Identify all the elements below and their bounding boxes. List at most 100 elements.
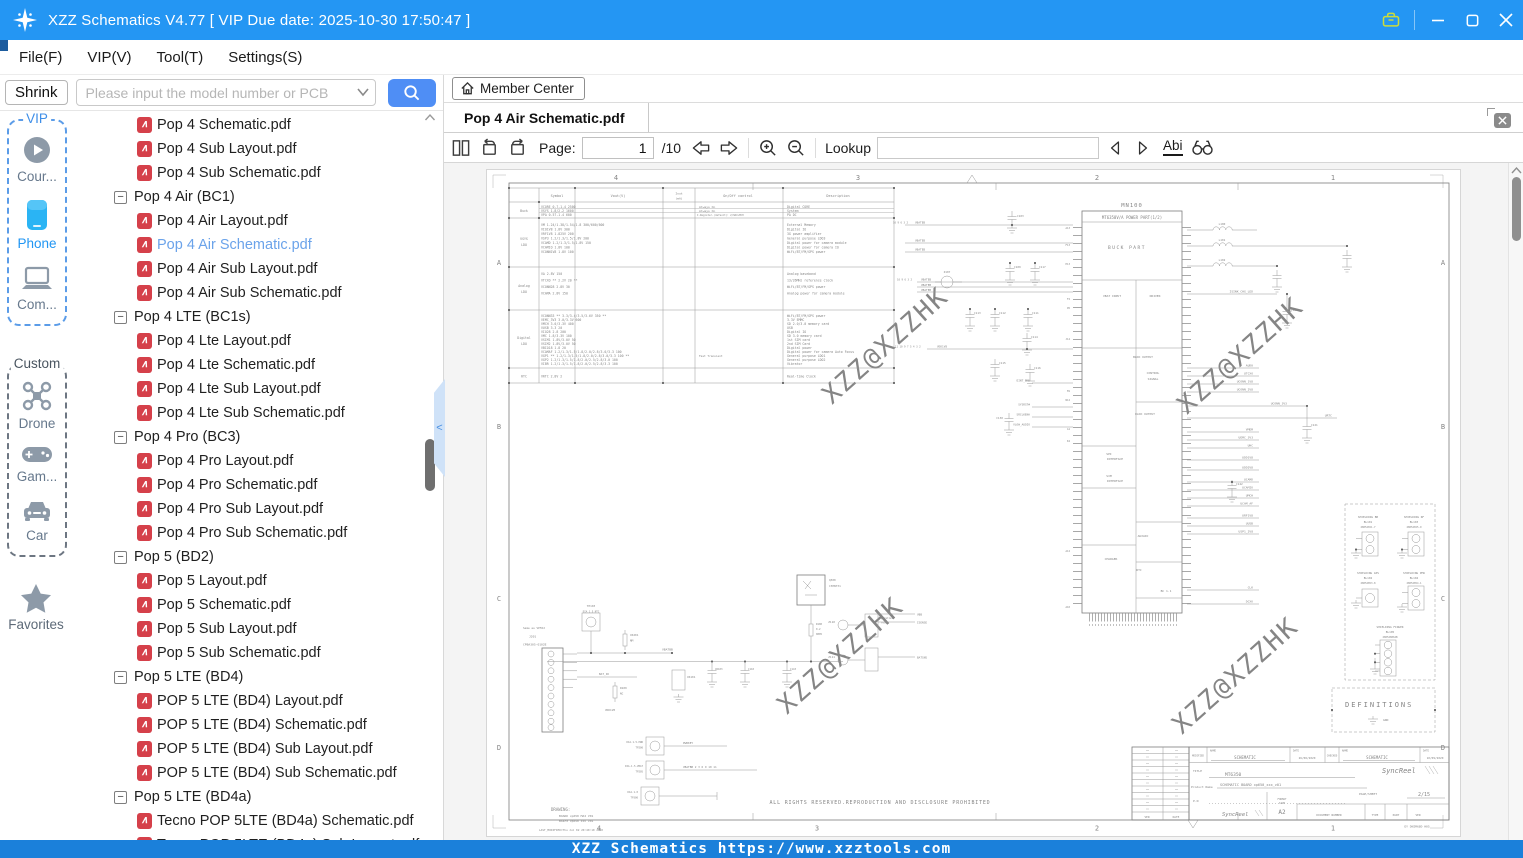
svg-text:UMCH: UMCH <box>1246 494 1253 498</box>
collapse-minus-icon[interactable]: − <box>114 310 127 324</box>
menu-file[interactable]: File(F) <box>19 48 63 66</box>
statusbar[interactable]: XZZ Schematics https://www.xzztools.com <box>0 840 1523 858</box>
tree-item[interactable]: ∧Pop 4 Air Sub Schematic.pdf <box>72 281 443 305</box>
zoom-out-icon[interactable] <box>784 136 808 160</box>
tree-item[interactable]: ∧Pop 4 Lte Schematic.pdf <box>72 353 443 377</box>
svg-text:SIZE: SIZE <box>1279 801 1286 805</box>
sidebar-item-drone[interactable]: Drone <box>19 380 55 431</box>
svg-text:2nd SIM Card: 2nd SIM Card <box>787 342 810 346</box>
menu-tool[interactable]: Tool(T) <box>156 48 204 66</box>
two-page-view-icon[interactable] <box>449 136 473 160</box>
tree-item[interactable]: ∧Tecno POP 5LTE (BD4a) Schematic.pdf <box>72 809 443 833</box>
svg-text:VBATEB: VBATEB <box>915 239 925 243</box>
collapse-minus-icon[interactable]: − <box>114 670 127 684</box>
next-page-icon[interactable] <box>717 136 741 160</box>
rotate-right-icon[interactable] <box>505 136 529 160</box>
tree-item[interactable]: ∧POP 5 LTE (BD4) Sub Layout.pdf <box>72 737 443 761</box>
tree-item-label: Pop 4 Air Sub Schematic.pdf <box>157 285 342 301</box>
pdf-scrollbar-thumb[interactable] <box>1512 177 1521 241</box>
tree-item[interactable]: ∧POP 5 LTE (BD4) Schematic.pdf <box>72 713 443 737</box>
sidebar-item-course[interactable]: Cour... <box>17 135 57 184</box>
tree-folder[interactable]: −Pop 5 LTE (BD4) <box>72 665 443 689</box>
tree-item[interactable]: ∧POP 5 LTE (BD4) Sub Schematic.pdf <box>72 761 443 785</box>
tree-folder[interactable]: −Pop 4 LTE (BC1s) <box>72 305 443 329</box>
tree-folder[interactable]: −Pop 5 LTE (BD4a) <box>72 785 443 809</box>
tree-item[interactable]: ∧Pop 4 Pro Sub Schematic.pdf <box>72 521 443 545</box>
menu-settings[interactable]: Settings(S) <box>228 48 303 66</box>
sidebar-item-phone[interactable]: Phone <box>17 198 57 251</box>
tree-item[interactable]: ∧Pop 4 Schematic.pdf <box>72 113 443 137</box>
find-next-icon[interactable] <box>1131 136 1155 160</box>
panel-collapse-handle[interactable]: < <box>434 379 445 477</box>
tree-item-selected[interactable]: ∧Pop 4 Air Schematic.pdf <box>72 233 443 257</box>
search-button[interactable] <box>387 78 436 107</box>
scroll-up-icon[interactable] <box>424 113 436 122</box>
svg-text:DEFINITIONS: DEFINITIONS <box>1345 701 1413 709</box>
svg-text:CR101: CR101 <box>687 675 696 679</box>
member-center-label: Member Center <box>480 81 574 96</box>
tree-item[interactable]: ∧POP 5 LTE (BD4) Layout.pdf <box>72 689 443 713</box>
member-center-button[interactable]: Member Center <box>452 77 585 100</box>
tree-scrollbar-thumb[interactable] <box>425 439 435 491</box>
tree-item[interactable]: ∧Pop 5 Sub Schematic.pdf <box>72 641 443 665</box>
prev-page-icon[interactable] <box>689 136 713 160</box>
tree-item[interactable]: ∧Pop 5 Sub Layout.pdf <box>72 617 443 641</box>
tree-item[interactable]: ∧Pop 5 Schematic.pdf <box>72 593 443 617</box>
sidebar-item-computer[interactable]: Com... <box>17 265 57 312</box>
svg-text:J201: J201 <box>529 635 536 639</box>
shrink-button[interactable]: Shrink <box>5 80 68 105</box>
binoculars-icon[interactable] <box>1191 136 1215 160</box>
tree-item[interactable]: ∧Pop 4 Pro Sub Layout.pdf <box>72 497 443 521</box>
sidebar-item-car[interactable]: Car <box>21 498 53 543</box>
chevron-down-icon[interactable] <box>356 87 369 97</box>
tree-item[interactable]: ∧Pop 4 Lte Sub Layout.pdf <box>72 377 443 401</box>
statusbar-link[interactable]: XZZ Schematics https://www.xzztools.com <box>571 841 952 857</box>
zoom-in-icon[interactable] <box>756 136 780 160</box>
match-case-button[interactable]: Abi <box>1163 138 1183 156</box>
menu-vip[interactable]: VIP(V) <box>87 48 132 66</box>
tab-pop4-air-schematic[interactable]: Pop 4 Air Schematic.pdf <box>444 103 649 132</box>
collapse-minus-icon[interactable]: − <box>114 790 127 804</box>
tree-item[interactable]: ∧Pop 4 Air Layout.pdf <box>72 209 443 233</box>
tree-item[interactable]: ∧Pop 4 Sub Schematic.pdf <box>72 161 443 185</box>
scroll-up-icon[interactable] <box>1510 166 1523 175</box>
collapse-minus-icon[interactable]: − <box>114 430 127 444</box>
tree-item[interactable]: ∧Pop 5 Layout.pdf <box>72 569 443 593</box>
tree-item[interactable]: ∧Pop 4 Lte Layout.pdf <box>72 329 443 353</box>
close-button[interactable] <box>1489 0 1523 40</box>
sidebar-item-favorites[interactable]: Favorites <box>0 583 72 632</box>
rotate-left-icon[interactable] <box>477 136 501 160</box>
tree-folder[interactable]: −Pop 4 Pro (BC3) <box>72 425 443 449</box>
sidebar-item-game[interactable]: Gam... <box>17 445 57 484</box>
collapse-minus-icon[interactable]: − <box>114 190 127 204</box>
svg-text:28052655-9: 28052655-9 <box>1406 525 1422 529</box>
svg-text:VBATEB: VBATEB <box>915 221 925 225</box>
page-number-input[interactable] <box>581 136 654 159</box>
maximize-button[interactable] <box>1455 0 1489 40</box>
collapse-minus-icon[interactable]: − <box>114 550 127 564</box>
tree-item[interactable]: ∧Pop 4 Pro Layout.pdf <box>72 449 443 473</box>
license-briefcase-icon[interactable] <box>1374 0 1408 40</box>
tree-scrollbar[interactable] <box>424 111 436 840</box>
minimize-button[interactable] <box>1421 0 1455 40</box>
svg-text:Digital power for camera IO: Digital power for camera IO <box>787 246 839 250</box>
svg-text:D: D <box>497 744 501 752</box>
close-all-tabs-icon[interactable] <box>1487 107 1511 128</box>
lookup-input[interactable] <box>877 136 1099 159</box>
tree-item[interactable]: ∧Pop 4 Sub Layout.pdf <box>72 137 443 161</box>
find-prev-icon[interactable] <box>1103 136 1127 160</box>
search-input[interactable] <box>75 79 376 106</box>
tree-item-label: Pop 4 Air Sub Layout.pdf <box>157 261 318 277</box>
svg-text:DOCUMENT NUMBER: DOCUMENT NUMBER <box>1316 813 1342 817</box>
svg-text:A: A <box>497 259 502 267</box>
tree-item[interactable]: ∧Pop 4 Air Sub Layout.pdf <box>72 257 443 281</box>
tree-item[interactable]: ∧Pop 4 Pro Schematic.pdf <box>72 473 443 497</box>
tree-folder[interactable]: −Pop 5 (BD2) <box>72 545 443 569</box>
tree-item[interactable]: ∧Pop 4 Lte Sub Schematic.pdf <box>72 401 443 425</box>
tree-item-label: Pop 4 Air Schematic.pdf <box>157 237 312 253</box>
svg-text:VDD1V8: VDD1V8 <box>937 345 947 349</box>
pdf-canvas[interactable]: 4 3 2 1 4 3 2 1 A B C D A B C <box>444 163 1523 840</box>
tree-folder[interactable]: −Pop 4 Air (BC1) <box>72 185 443 209</box>
tree-item[interactable]: ∧Tecno POP 5LTE (BD4a) Sub Layout.pdf <box>72 833 443 840</box>
pdf-scrollbar[interactable] <box>1508 163 1523 840</box>
